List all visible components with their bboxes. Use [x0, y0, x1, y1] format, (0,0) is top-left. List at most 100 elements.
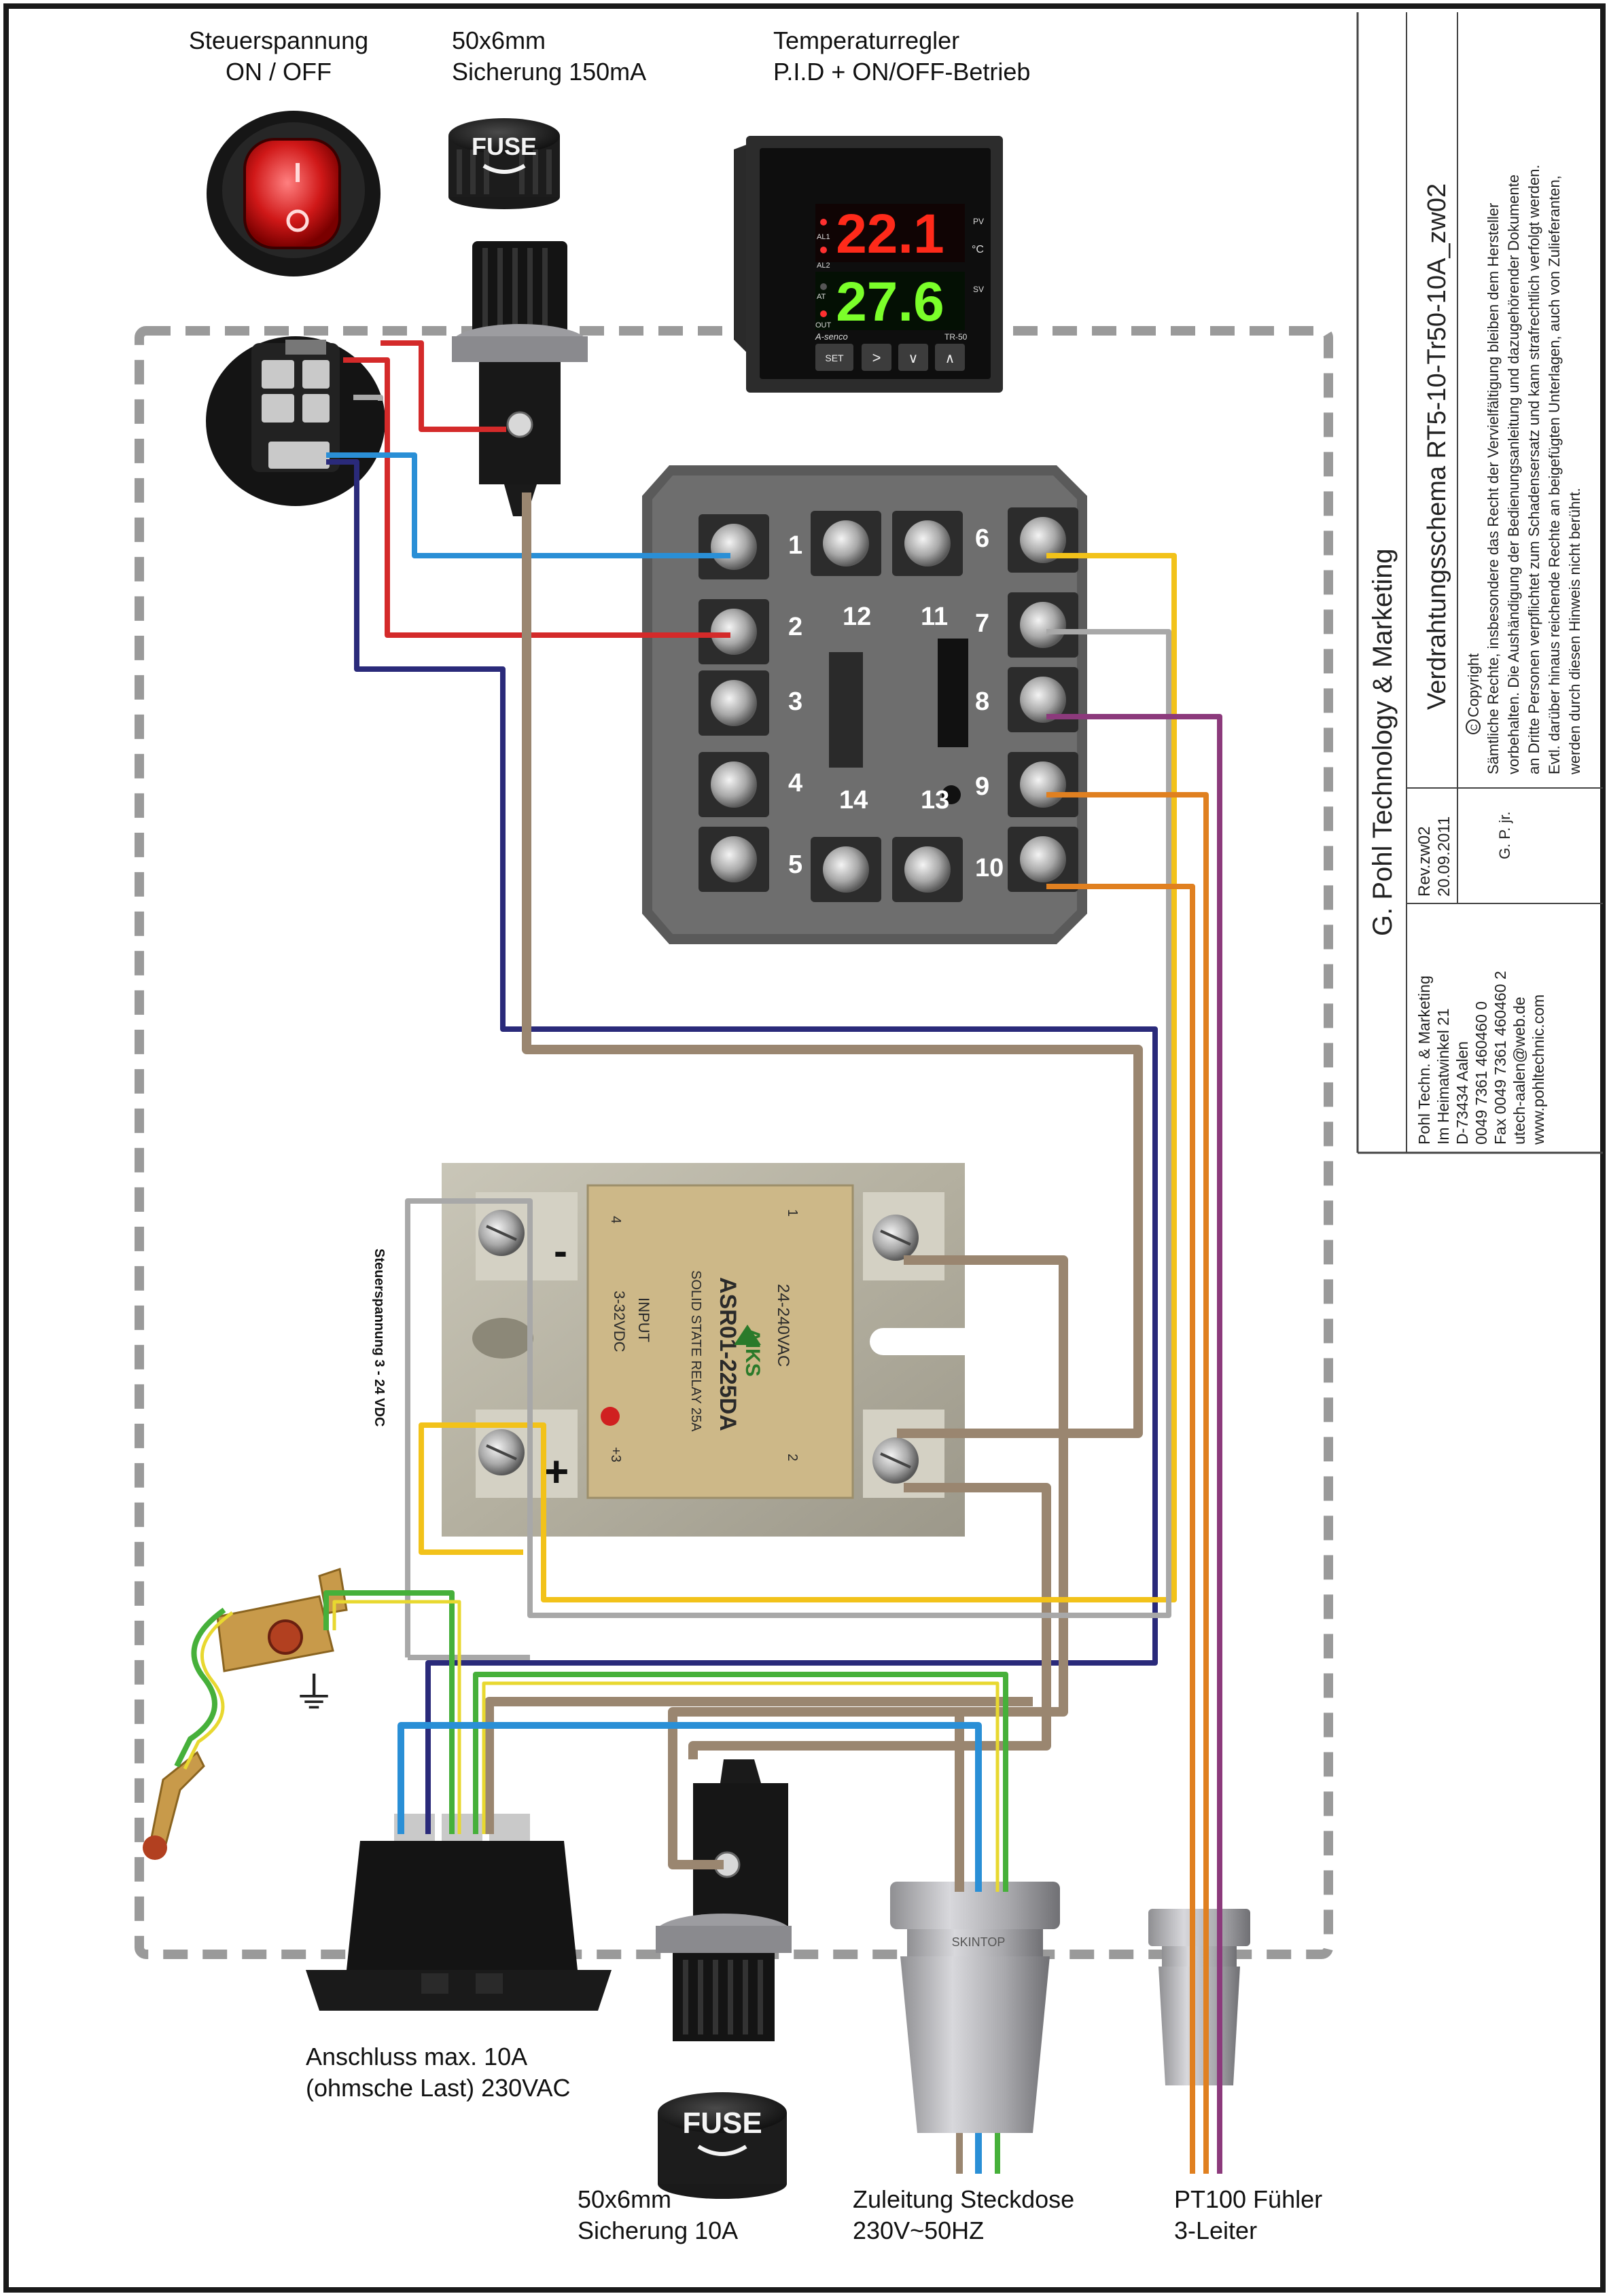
wire-yellow-10	[419, 553, 1177, 1602]
ssr-pin1: 1	[785, 1209, 800, 1217]
wire-red-0	[381, 340, 506, 432]
terminal-screw-9	[1020, 761, 1066, 808]
wire-blue-22	[397, 1722, 982, 1892]
copyright-icon	[1466, 719, 1481, 734]
address-lines-line-2: D-73434 Aalen	[1453, 1041, 1471, 1145]
terminal-screw-10	[1020, 836, 1066, 882]
label-outlet: Anschluss max. 10A (ohmsche Last) 230VAC	[306, 2043, 571, 2102]
controller-al2: AL2	[817, 262, 830, 270]
terminal-screw-13-bottom	[904, 846, 951, 893]
label-sensor-line1: PT100 Fühler	[1174, 2185, 1322, 2213]
wire-brown-5	[522, 492, 1143, 1438]
terminal-label-5: 5	[788, 850, 802, 879]
label-outlet-line2: (ohmsche Last) 230VAC	[306, 2074, 571, 2102]
terminal-screw-14-bottom	[823, 846, 869, 893]
fuse-cap-large: FUSE	[658, 2092, 787, 2199]
label-sensor: PT100 Fühler 3-Leiter	[1174, 2185, 1322, 2244]
ssr-pin2: 2	[785, 1454, 800, 1461]
fuse-holder-large	[656, 1759, 792, 2041]
solid-state-relay: - + AIKS ASR01-225DA SOLID STATE RELAY 2…	[442, 1163, 965, 1537]
controller-out: OUT	[815, 321, 832, 329]
terminal-label-3: 3	[788, 687, 802, 716]
copyright-lines-line-2: an Dritte Personen verpflichtet zum Scha…	[1525, 164, 1542, 774]
outlet-socket	[306, 1814, 612, 2011]
temperature-controller-front: 22.1 27.6 PV °C SV AL1 AL2 AT OUT A-senc…	[734, 136, 1003, 393]
wire-navy-4	[326, 459, 1158, 1834]
wire-green-20	[174, 1607, 226, 1768]
controller-al1: AL1	[817, 233, 830, 241]
terminal-label-9: 9	[975, 772, 989, 801]
copyright-text: Sämtliche Rechte, insbesondere das Recht…	[1485, 164, 1583, 775]
terminal-screw-1	[711, 524, 757, 570]
wire-gray-11	[405, 629, 1171, 1657]
fuse-cap-large-label: FUSE	[682, 2106, 762, 2140]
terminal-label-10: 10	[975, 854, 1004, 882]
terminal-screw-6	[1020, 517, 1066, 563]
page-frame	[3, 3, 1606, 2293]
controller-celsius: °C	[972, 244, 984, 255]
terminal-label-2: 2	[788, 613, 802, 641]
wires	[174, 340, 1222, 2174]
address-lines-line-5: utech-aalen@web.de	[1510, 997, 1528, 1145]
label-fuse-large: 50x6mm Sicherung 10A	[578, 2185, 738, 2244]
label-fuse-large-line1: 50x6mm	[578, 2185, 671, 2213]
terminal-label-4: 4	[788, 769, 802, 797]
wire-orange-15	[1046, 884, 1195, 2174]
drawing-title: Verdrahtungsschema RT5-10-Tr50-10A_zw02	[1423, 183, 1451, 710]
label-controller: Temperaturregler P.I.D + ON/OFF-Betrieb	[773, 26, 1030, 86]
revision-date: 20.09.2011	[1435, 817, 1453, 897]
copyright-lines-line-3: Evtl. darüber hinaus reichende Rechte an…	[1546, 175, 1563, 774]
wire-blue-3	[326, 452, 730, 558]
terminal-label-1: 1	[788, 531, 802, 560]
ssr-type: SOLID STATE RELAY 25A	[688, 1270, 703, 1432]
label-supply-line1: Zuleitung Steckdose	[853, 2185, 1074, 2213]
address-lines-line-1: Im Heimatwinkel 21	[1434, 1008, 1452, 1145]
label-supply-line2: 230V~50HZ	[853, 2217, 984, 2244]
terminal-label-8: 8	[975, 687, 989, 716]
copyright-icon-glyph: C	[1468, 724, 1479, 731]
wire-gray-2	[353, 395, 383, 401]
controller-sv-unit: SV	[973, 285, 984, 294]
ssr-minus: -	[554, 1228, 567, 1274]
ssr-control-voltage-label: Steuerspannung 3 - 24 VDC	[372, 1249, 387, 1427]
address-lines-line-0: Pohl Techn. & Marketing	[1415, 975, 1433, 1145]
ssr-input-range: 3-32VDC	[611, 1291, 628, 1352]
address-lines-line-6: www.pohltechnic.com	[1530, 994, 1547, 1145]
terminal-label-14: 14	[839, 786, 868, 814]
controller-brand: A-senco	[815, 331, 848, 342]
terminal-screw-2	[711, 609, 757, 655]
wire-brown-6	[668, 1255, 1068, 1869]
terminal-label-7: 7	[975, 609, 989, 638]
controller-down-button: ∨	[908, 351, 919, 366]
supply-cable-gland: SKINTOP	[890, 1882, 1060, 2133]
address-lines-line-3: 0049 7361 460460 0	[1472, 1001, 1490, 1145]
ssr-pin4: 4	[608, 1216, 623, 1223]
fuse-holder-small	[452, 241, 588, 516]
label-fuse-small-line2: Sicherung 150mA	[452, 58, 646, 86]
controller-set-button: SET	[825, 353, 844, 363]
address-lines-line-4: Fax 0049 7361 460460 2	[1491, 971, 1509, 1145]
sensor-cable-gland	[1148, 1909, 1250, 2085]
label-switch: Steuerspannung ON / OFF	[189, 26, 368, 86]
terminal-screw-4	[711, 761, 757, 808]
terminal-label-6: 6	[975, 524, 989, 553]
ssr-pin3: +3	[608, 1447, 623, 1463]
fuse-cap-small-label: FUSE	[472, 132, 537, 160]
label-controller-line1: Temperaturregler	[773, 26, 959, 54]
label-controller-line2: P.I.D + ON/OFF-Betrieb	[773, 58, 1030, 86]
controller-sv-value: 27.6	[836, 271, 944, 333]
controller-up-button: ∧	[945, 351, 955, 366]
label-fuse-small-line1: 50x6mm	[452, 26, 546, 54]
label-fuse-small: 50x6mm Sicherung 150mA	[452, 26, 646, 86]
copyright-lines-line-1: vorbehalten. Die Aushändigung der Bedien…	[1505, 175, 1522, 774]
revision: Rev.zw02	[1415, 826, 1434, 897]
label-switch-line2: ON / OFF	[226, 58, 332, 86]
label-outlet-line1: Anschluss max. 10A	[306, 2043, 527, 2070]
copyright-lines-line-0: Sämtliche Rechte, insbesondere das Recht…	[1485, 203, 1502, 774]
copyright-lines-line-4: werden durch diesen Hinweis nicht berühr…	[1566, 488, 1583, 775]
terminal-screw-12-top	[823, 520, 869, 567]
wire-ground_yellow-21	[183, 1611, 234, 1770]
terminal-screw-11-top	[904, 520, 951, 567]
